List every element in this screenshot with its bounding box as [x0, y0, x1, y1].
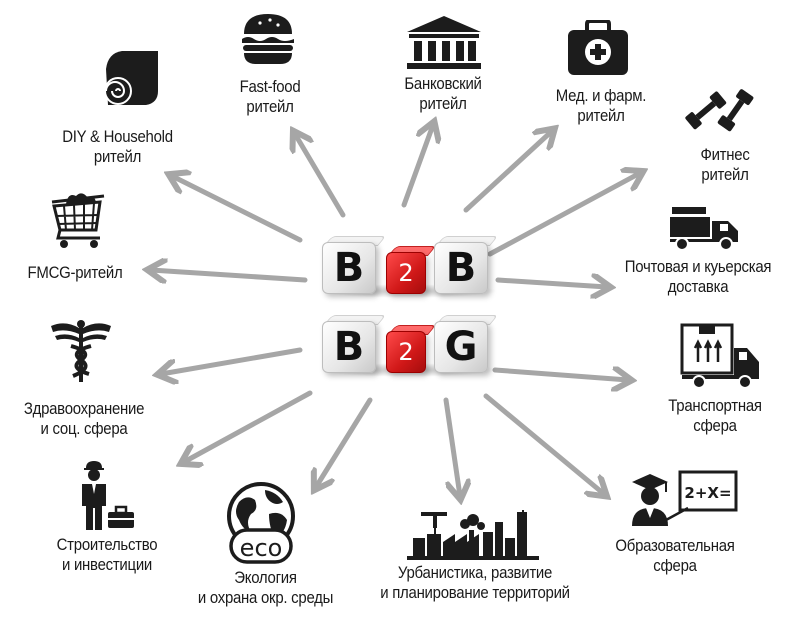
- b2b-cubes: B 2 B: [322, 236, 499, 302]
- cargo-truck-icon: [679, 322, 761, 390]
- eco-globe-icon: eco: [225, 480, 297, 566]
- eco-text: eco: [240, 534, 283, 562]
- arrow-transport: [492, 370, 628, 380]
- arrow-med: [463, 131, 552, 213]
- arrow-post: [495, 280, 607, 287]
- arrow-education: [483, 393, 604, 494]
- label-ecology: Экология и охрана окр. среды: [197, 568, 334, 607]
- label-transport: Транспортная сфера: [668, 396, 762, 435]
- arrow-fastfood: [295, 134, 346, 218]
- caduceus-icon: [49, 318, 113, 384]
- label-health: Здравоохранение и соц. сфера: [23, 399, 145, 438]
- arrow-fitness: [487, 173, 640, 257]
- label-post: Почтовая и куьерская доставка: [624, 257, 772, 296]
- wallpaper-roll-icon: [98, 47, 160, 109]
- label-education: Образовательная сфера: [615, 536, 735, 575]
- cube-b-3: B: [322, 315, 387, 373]
- city-skyline-icon: [407, 508, 539, 560]
- shopping-cart-icon: [48, 188, 108, 250]
- cube-2-red-2: 2: [386, 325, 437, 381]
- arrow-health: [161, 347, 303, 374]
- cube-g: G: [434, 315, 499, 373]
- label-med: Мед. и фарм. ритейл: [555, 86, 647, 125]
- arrow-urban: [443, 397, 460, 496]
- arrow-bank: [401, 125, 433, 208]
- cube-2-red: 2: [386, 246, 437, 302]
- burger-icon: [240, 12, 296, 66]
- dumbbell-icon: [683, 81, 757, 139]
- cube-b-1: B: [322, 236, 387, 294]
- worker-briefcase-icon: [76, 460, 136, 532]
- label-fmcg: FMCG-ритейл: [27, 263, 123, 282]
- b2g-cubes: B 2 G: [322, 315, 499, 381]
- label-construction: Строительство и инвестиции: [56, 535, 158, 574]
- cube-b-2: B: [434, 236, 499, 294]
- graduate-board-icon: 2+X=: [628, 468, 738, 528]
- bank-icon: [405, 14, 483, 70]
- label-urban: Урбанистика, развитие и планирование тер…: [380, 563, 570, 602]
- label-bank: Банковский ритейл: [404, 74, 482, 113]
- delivery-trucks-icon: [668, 205, 742, 251]
- label-fitness: Фитнес ритейл: [700, 145, 750, 184]
- math-text: 2+X=: [684, 484, 731, 502]
- arrow-ecology: [316, 397, 373, 487]
- arrow-fmcg: [151, 270, 308, 280]
- medical-kit-icon: [567, 20, 629, 76]
- label-fastfood: Fast-food ритейл: [239, 77, 301, 116]
- arrow-construction: [184, 390, 313, 462]
- label-diy: DIY & Household ритейл: [62, 127, 173, 166]
- arrow-diy: [172, 176, 303, 243]
